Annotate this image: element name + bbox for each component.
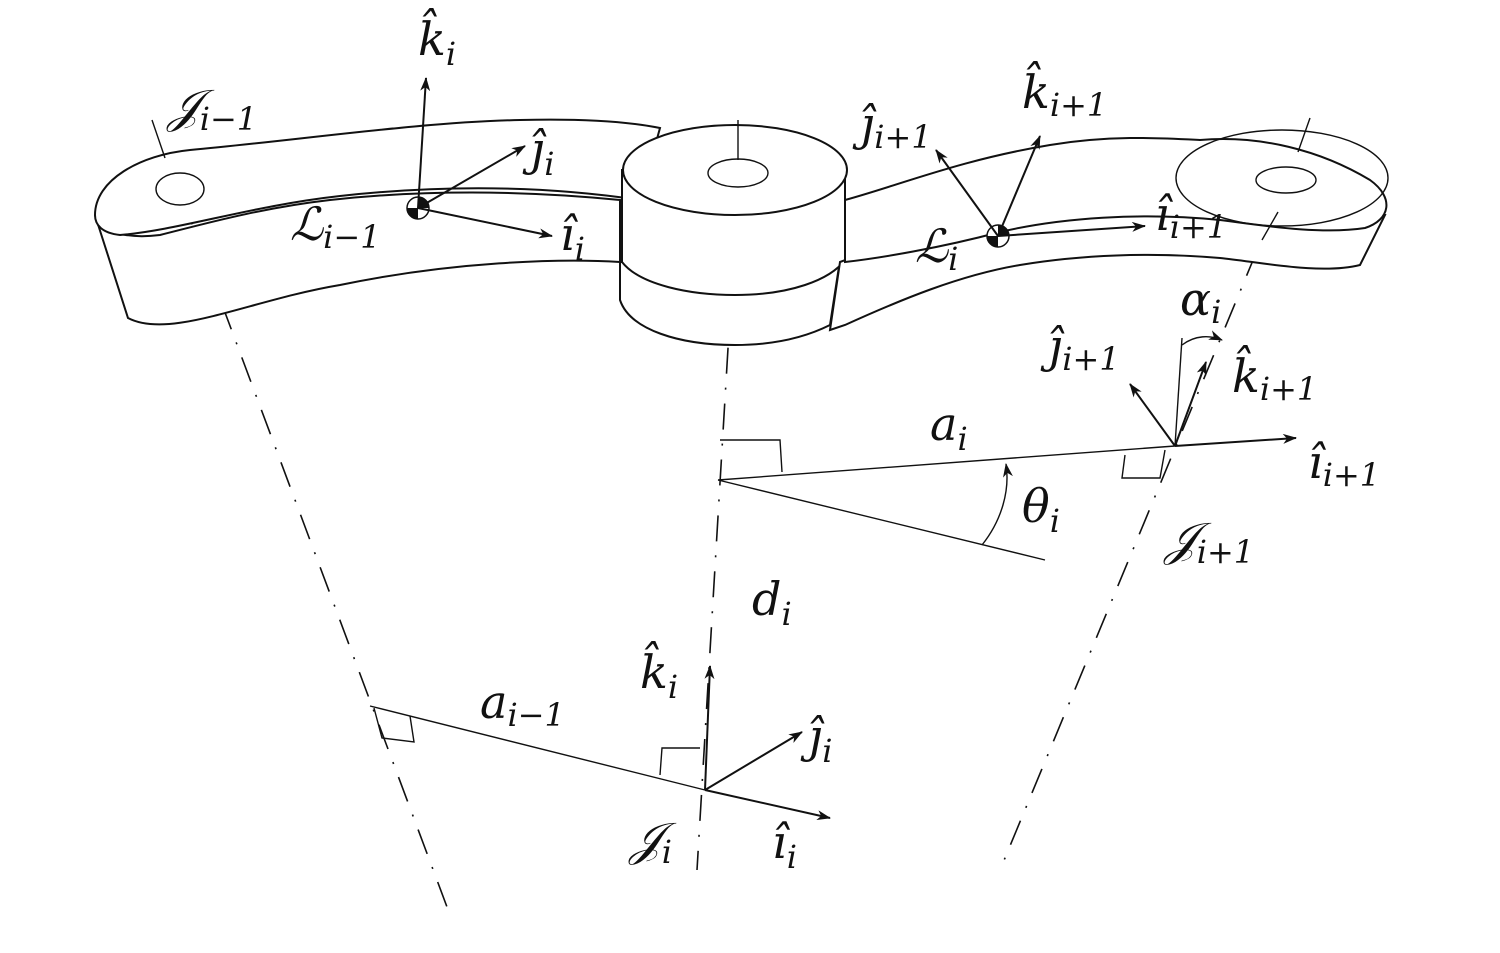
j-i-bot-arrow	[704, 731, 803, 791]
a-i-minus-1-line	[369, 705, 706, 791]
label-k-i-top: k̂i	[418, 7, 456, 73]
k-i1-top-arrow	[997, 135, 1041, 237]
right-angle-J-i	[659, 747, 700, 776]
theta-i-arc	[981, 463, 1013, 546]
i-i1-top-arrow	[997, 221, 1146, 237]
label-J-i-minus-1: 𝒥i−1	[166, 79, 257, 138]
label-k-i1-top: k̂i+1	[1022, 60, 1107, 124]
label-J-i: 𝒥i	[628, 812, 677, 871]
joint-i-cylinder	[619, 120, 848, 347]
label-k-i-bot: k̂i	[640, 640, 678, 706]
label-j-i1-mid: ĵi+1	[1040, 319, 1120, 378]
right-angle-J-i-minus-1	[373, 707, 415, 743]
k-i1-mid-arrow	[1174, 361, 1207, 447]
label-j-i-bot: ĵi	[800, 709, 833, 770]
label-a-i-minus-1: ai−1	[480, 675, 565, 734]
j-i1-top-arrow	[935, 149, 999, 237]
right-angle-J-i1	[1121, 449, 1166, 479]
label-theta-i: θi	[1022, 479, 1060, 540]
label-i-i1-top: îi+1	[1155, 187, 1227, 246]
i-i-top-arrow	[417, 207, 553, 239]
j-i1-mid-arrow	[1129, 383, 1176, 447]
j-i-top-arrow	[417, 145, 526, 209]
label-L-i: ℒi	[915, 219, 958, 278]
label-i-i-bot: îi	[772, 815, 797, 876]
right-angle-a-i	[720, 439, 783, 473]
k-i-bot-arrow	[704, 665, 715, 791]
i-i-bot-arrow	[704, 789, 831, 821]
label-j-i1-top: ĵi+1	[852, 97, 932, 156]
joint-axis-i-minus-1	[182, 199, 451, 916]
label-J-i1: 𝒥i+1	[1163, 512, 1254, 571]
label-i-i1-mid: îi+1	[1308, 435, 1380, 494]
alpha-i-arc	[1181, 330, 1223, 346]
i-i1-mid-arrow	[1174, 433, 1297, 447]
label-alpha-i: αi	[1180, 272, 1221, 331]
a-i-line	[717, 445, 1176, 481]
label-k-i1-mid: k̂i+1	[1232, 344, 1317, 408]
joint-axis-i-plus-1	[999, 199, 1279, 871]
label-d-i: di	[752, 572, 792, 633]
label-L-i-minus-1: ℒi−1	[290, 197, 381, 256]
k-i-top-arrow	[417, 77, 431, 209]
link-i	[828, 117, 1389, 332]
theta-ref-line	[717, 479, 1046, 561]
label-i-i-top: îi	[560, 207, 585, 268]
label-a-i: ai	[930, 397, 968, 458]
z-vertical-J-i1	[1174, 337, 1183, 447]
